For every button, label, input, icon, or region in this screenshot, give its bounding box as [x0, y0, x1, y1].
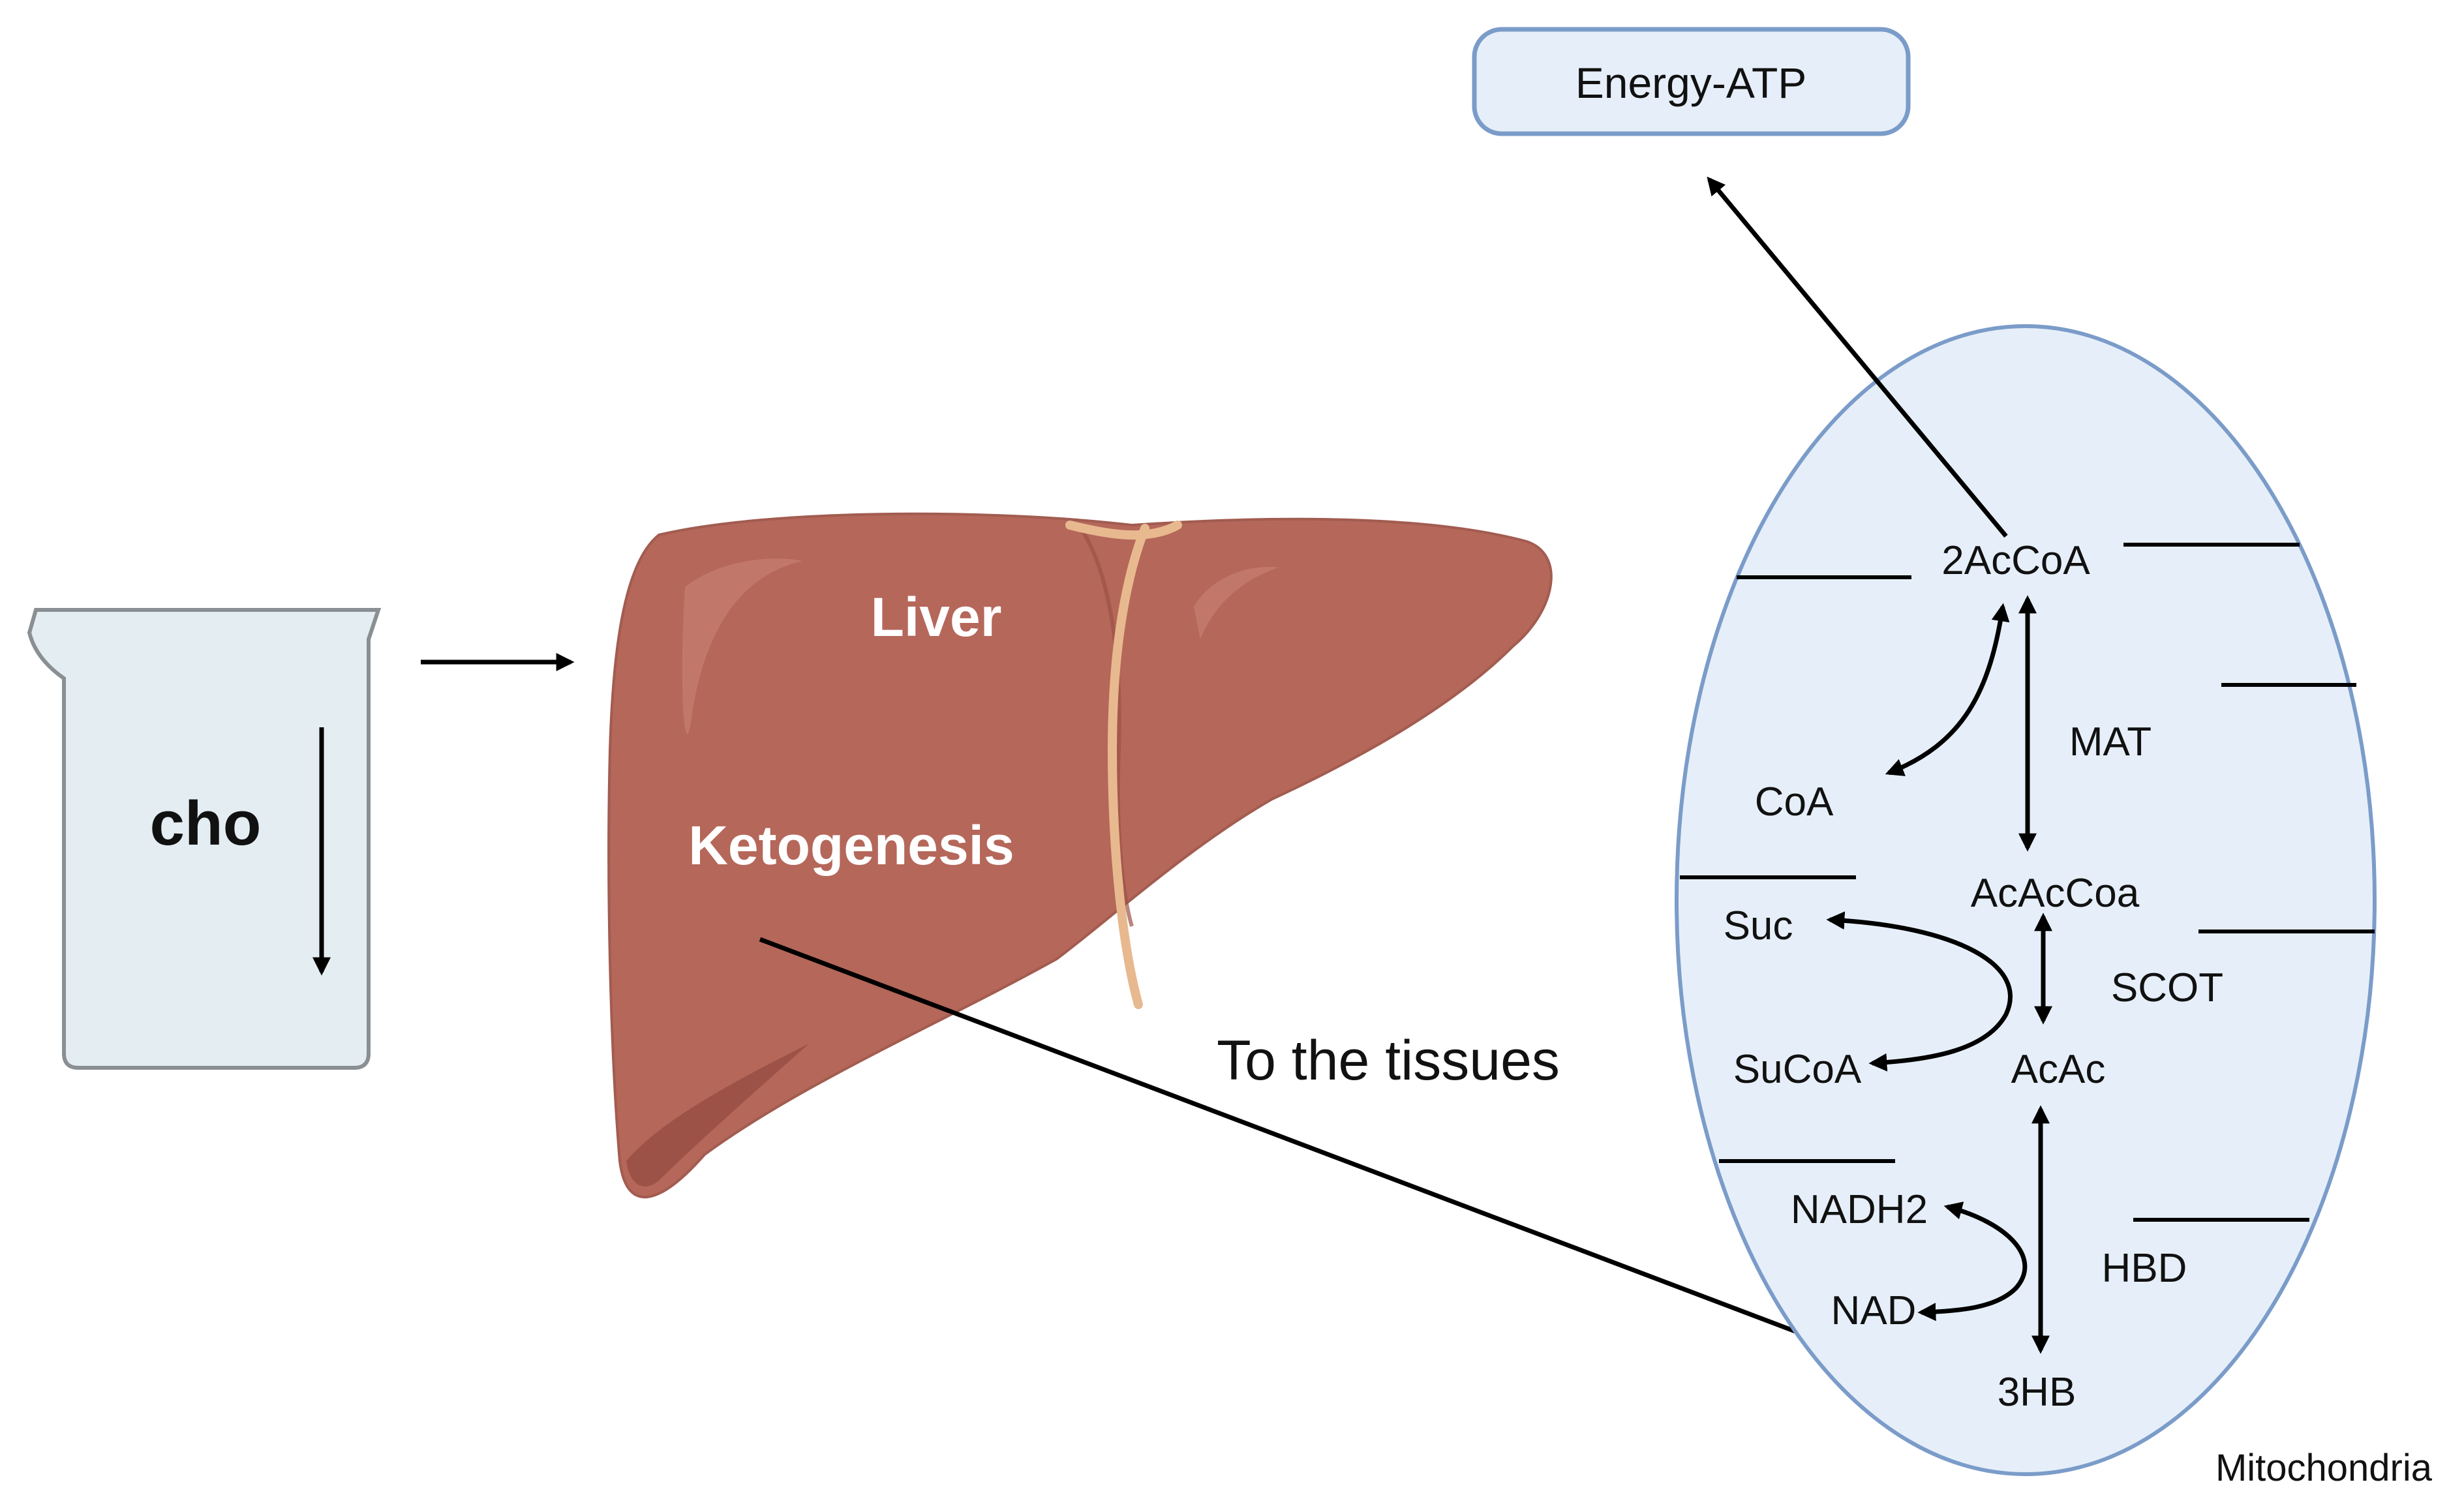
liver-ligament — [1065, 521, 1182, 1009]
liver-fissure — [1081, 530, 1134, 927]
liver-lower-shadow — [626, 1044, 809, 1187]
scot-enzyme-label: SCOT — [2111, 965, 2223, 1010]
acetoacetyl-coa-label: AcAcCoa — [1971, 871, 2140, 916]
succinyl-exchange-arrow — [1826, 911, 2013, 1072]
liver-shape — [607, 512, 1553, 1198]
beaker-label: cho — [150, 789, 262, 858]
nad-exchange-arrow — [1917, 1202, 2028, 1322]
acetyl-coa-label: 2AcCoA — [1941, 538, 2090, 583]
beaker: cho — [27, 608, 382, 1070]
mat-enzyme-label: MAT — [2069, 719, 2152, 764]
beaker-body — [27, 608, 382, 1070]
energy-output-arrow — [1707, 176, 2008, 538]
liver-process-label: Ketogenesis — [688, 815, 1014, 876]
liver: Liver Ketogenesis — [607, 512, 1553, 1198]
acetoacetate-label: AcAc — [2011, 1047, 2106, 1092]
mitochondria-membrane — [1675, 324, 2377, 1476]
coa-label: CoA — [1755, 779, 1834, 824]
coa-release-arrow — [1885, 603, 2010, 776]
energy-atp-label: Energy-ATP — [1575, 59, 1807, 107]
nadh2-label: NADH2 — [1791, 1187, 1928, 1232]
mitochondria-label: Mitochondria — [2215, 1447, 2433, 1489]
hydroxybutyrate-label: 3HB — [1998, 1370, 2076, 1415]
liver-highlight-left — [682, 558, 802, 734]
energy-atp-box: Energy-ATP — [1472, 27, 1911, 136]
hbd-enzyme-label: HBD — [2102, 1246, 2187, 1291]
transport-arrow — [759, 937, 1961, 1397]
nad-label: NAD — [1831, 1288, 1917, 1333]
transport-label: To the tissues — [1217, 1029, 1560, 1092]
liver-title: Liver — [871, 586, 1002, 648]
liver-highlight-right — [1194, 567, 1279, 639]
energy-atp-box-frame — [1472, 27, 1911, 136]
succinyl-coa-label: SuCoA — [1733, 1047, 1862, 1092]
succinate-label: Suc — [1724, 903, 1793, 948]
mitochondria: 2AcCoA CoA AcAcCoa Suc SuCoA AcAc NADH2 … — [1675, 324, 2433, 1489]
